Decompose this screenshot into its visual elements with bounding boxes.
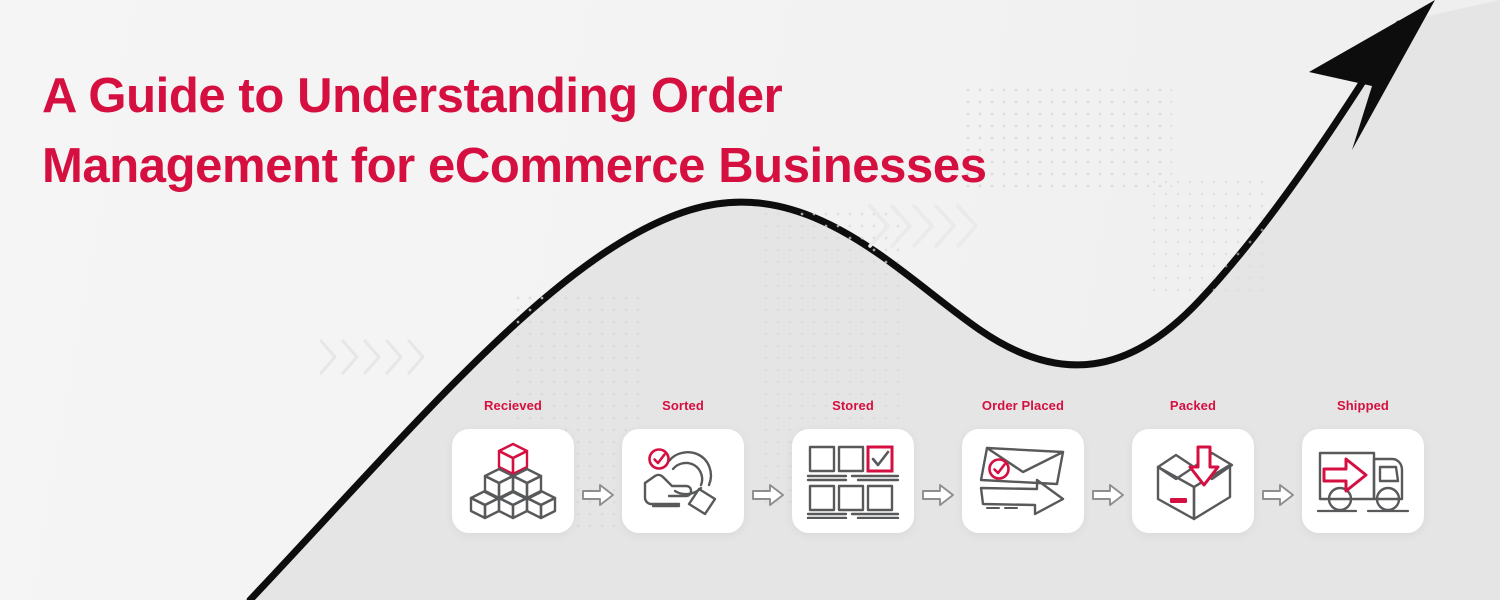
flow-connector bbox=[914, 443, 962, 547]
flow-connector bbox=[744, 443, 792, 547]
flow-step-sorted[interactable]: Sorted bbox=[622, 398, 744, 533]
delivery-truck-icon bbox=[1316, 451, 1410, 513]
step-card[interactable] bbox=[1132, 429, 1254, 533]
envelope-arrow-icon bbox=[979, 446, 1065, 516]
step-label: Sorted bbox=[662, 398, 704, 413]
arrow-right-icon bbox=[752, 484, 784, 506]
step-label: Recieved bbox=[484, 398, 542, 413]
step-card[interactable] bbox=[622, 429, 744, 533]
step-label: Stored bbox=[832, 398, 874, 413]
page-title: A Guide to Understanding Order Managemen… bbox=[42, 68, 987, 193]
arrow-right-icon bbox=[922, 484, 954, 506]
hand-holding-package-icon bbox=[643, 448, 717, 516]
warehouse-shelf-icon bbox=[806, 445, 900, 519]
arrow-right-icon bbox=[1092, 484, 1124, 506]
flow-connector bbox=[574, 443, 622, 547]
step-label: Shipped bbox=[1337, 398, 1389, 413]
arrow-right-icon bbox=[1262, 484, 1294, 506]
open-box-arrow-down-icon bbox=[1156, 445, 1234, 521]
flow-connector bbox=[1254, 443, 1302, 547]
flow-step-recieved[interactable]: Recieved bbox=[452, 398, 574, 533]
flow-step-packed[interactable]: Packed bbox=[1132, 398, 1254, 533]
stacked-boxes-icon bbox=[469, 442, 557, 520]
step-card[interactable] bbox=[792, 429, 914, 533]
step-label: Order Placed bbox=[981, 398, 1065, 413]
order-process-flow: Recieved bbox=[452, 398, 1424, 547]
flow-step-shipped[interactable]: Shipped bbox=[1302, 398, 1424, 533]
flow-connector bbox=[1084, 443, 1132, 547]
flow-step-order-placed[interactable]: Order Placed bbox=[962, 398, 1084, 533]
arrow-right-icon bbox=[582, 484, 614, 506]
flow-step-stored[interactable]: Stored bbox=[792, 398, 914, 533]
step-card[interactable] bbox=[962, 429, 1084, 533]
step-card[interactable] bbox=[452, 429, 574, 533]
step-label: Packed bbox=[1169, 398, 1217, 413]
step-card[interactable] bbox=[1302, 429, 1424, 533]
